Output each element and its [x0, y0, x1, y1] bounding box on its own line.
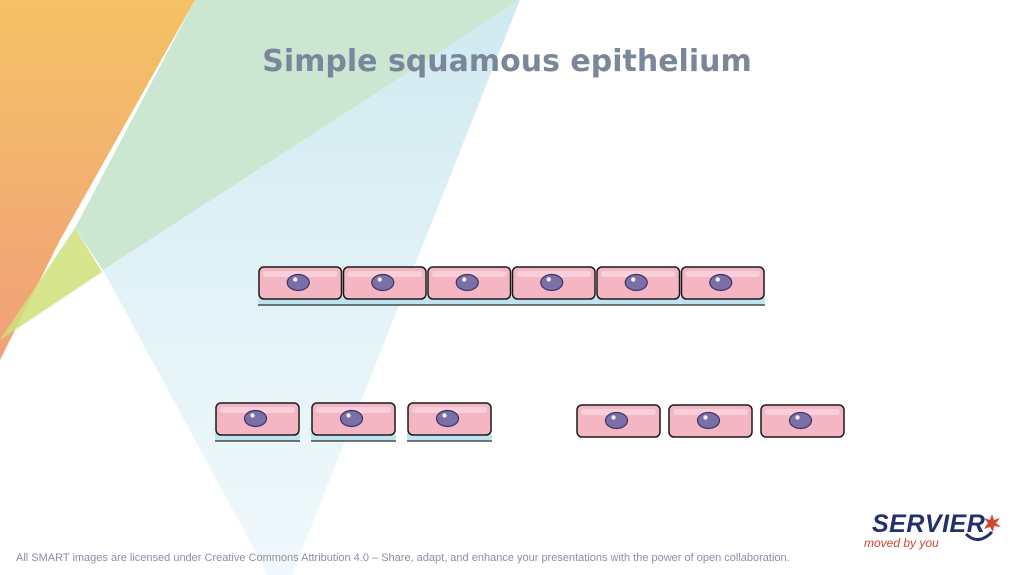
orange-shape [0, 0, 195, 360]
cell-highlight [220, 407, 295, 413]
nucleolus [293, 277, 298, 282]
epithelial-cell [311, 402, 396, 442]
nucleus [540, 273, 564, 292]
nucleus [243, 409, 268, 428]
cell-group-continuous-row [258, 266, 765, 306]
epithelial-cell [407, 402, 492, 442]
cell-highlight [516, 271, 591, 277]
nucleus [339, 409, 364, 428]
cell-highlight [601, 271, 676, 277]
nucleolus [703, 415, 708, 420]
nucleolus [346, 413, 351, 418]
cell-group-separated-cells-with-membrane [215, 402, 492, 442]
nucleus [435, 409, 460, 428]
cell-highlight [432, 271, 507, 277]
epithelial-cell [511, 266, 596, 306]
cell-highlight [347, 271, 422, 277]
nucleus [696, 411, 721, 430]
epithelial-cell [258, 266, 343, 306]
nucleolus [250, 413, 255, 418]
nucleolus [715, 277, 720, 282]
nucleus [286, 273, 310, 292]
nucleolus [631, 277, 636, 282]
epithelial-cell [668, 404, 753, 438]
nucleus [604, 411, 629, 430]
cell-highlight [685, 271, 760, 277]
cell-highlight [581, 409, 656, 415]
cell-highlight [263, 271, 338, 277]
green-shape [75, 0, 520, 270]
nucleus [455, 273, 479, 292]
cell-highlight [412, 407, 487, 413]
brand-name: SERVIER [872, 510, 986, 538]
license-footer: All SMART images are licensed under Crea… [16, 552, 790, 564]
epithelial-cell [427, 266, 512, 306]
nucleolus [611, 415, 616, 420]
brand-tagline: moved by you [864, 536, 939, 550]
epithelial-cell [215, 402, 300, 442]
epithelial-cell [342, 266, 427, 306]
cell-highlight [673, 409, 748, 415]
servier-logo: SERVIER moved by you [862, 510, 1012, 552]
lime-shape [0, 228, 102, 340]
nucleus [371, 273, 395, 292]
nucleolus [546, 277, 551, 282]
epithelial-cell [576, 404, 661, 438]
nucleus [709, 273, 733, 292]
nucleolus [442, 413, 447, 418]
brand-mark-icon [964, 514, 1001, 541]
epithelial-cell [760, 404, 845, 438]
nucleolus [377, 277, 382, 282]
cell-highlight [316, 407, 391, 413]
nucleus [788, 411, 813, 430]
cell-group-separated-cells-without-membrane [576, 404, 845, 438]
nucleus [624, 273, 648, 292]
epithelial-cell [596, 266, 681, 306]
nucleolus [462, 277, 467, 282]
nucleolus [795, 415, 800, 420]
page-title: Simple squamous epithelium [262, 44, 752, 79]
epithelial-cell [680, 266, 765, 306]
cell-highlight [765, 409, 840, 415]
